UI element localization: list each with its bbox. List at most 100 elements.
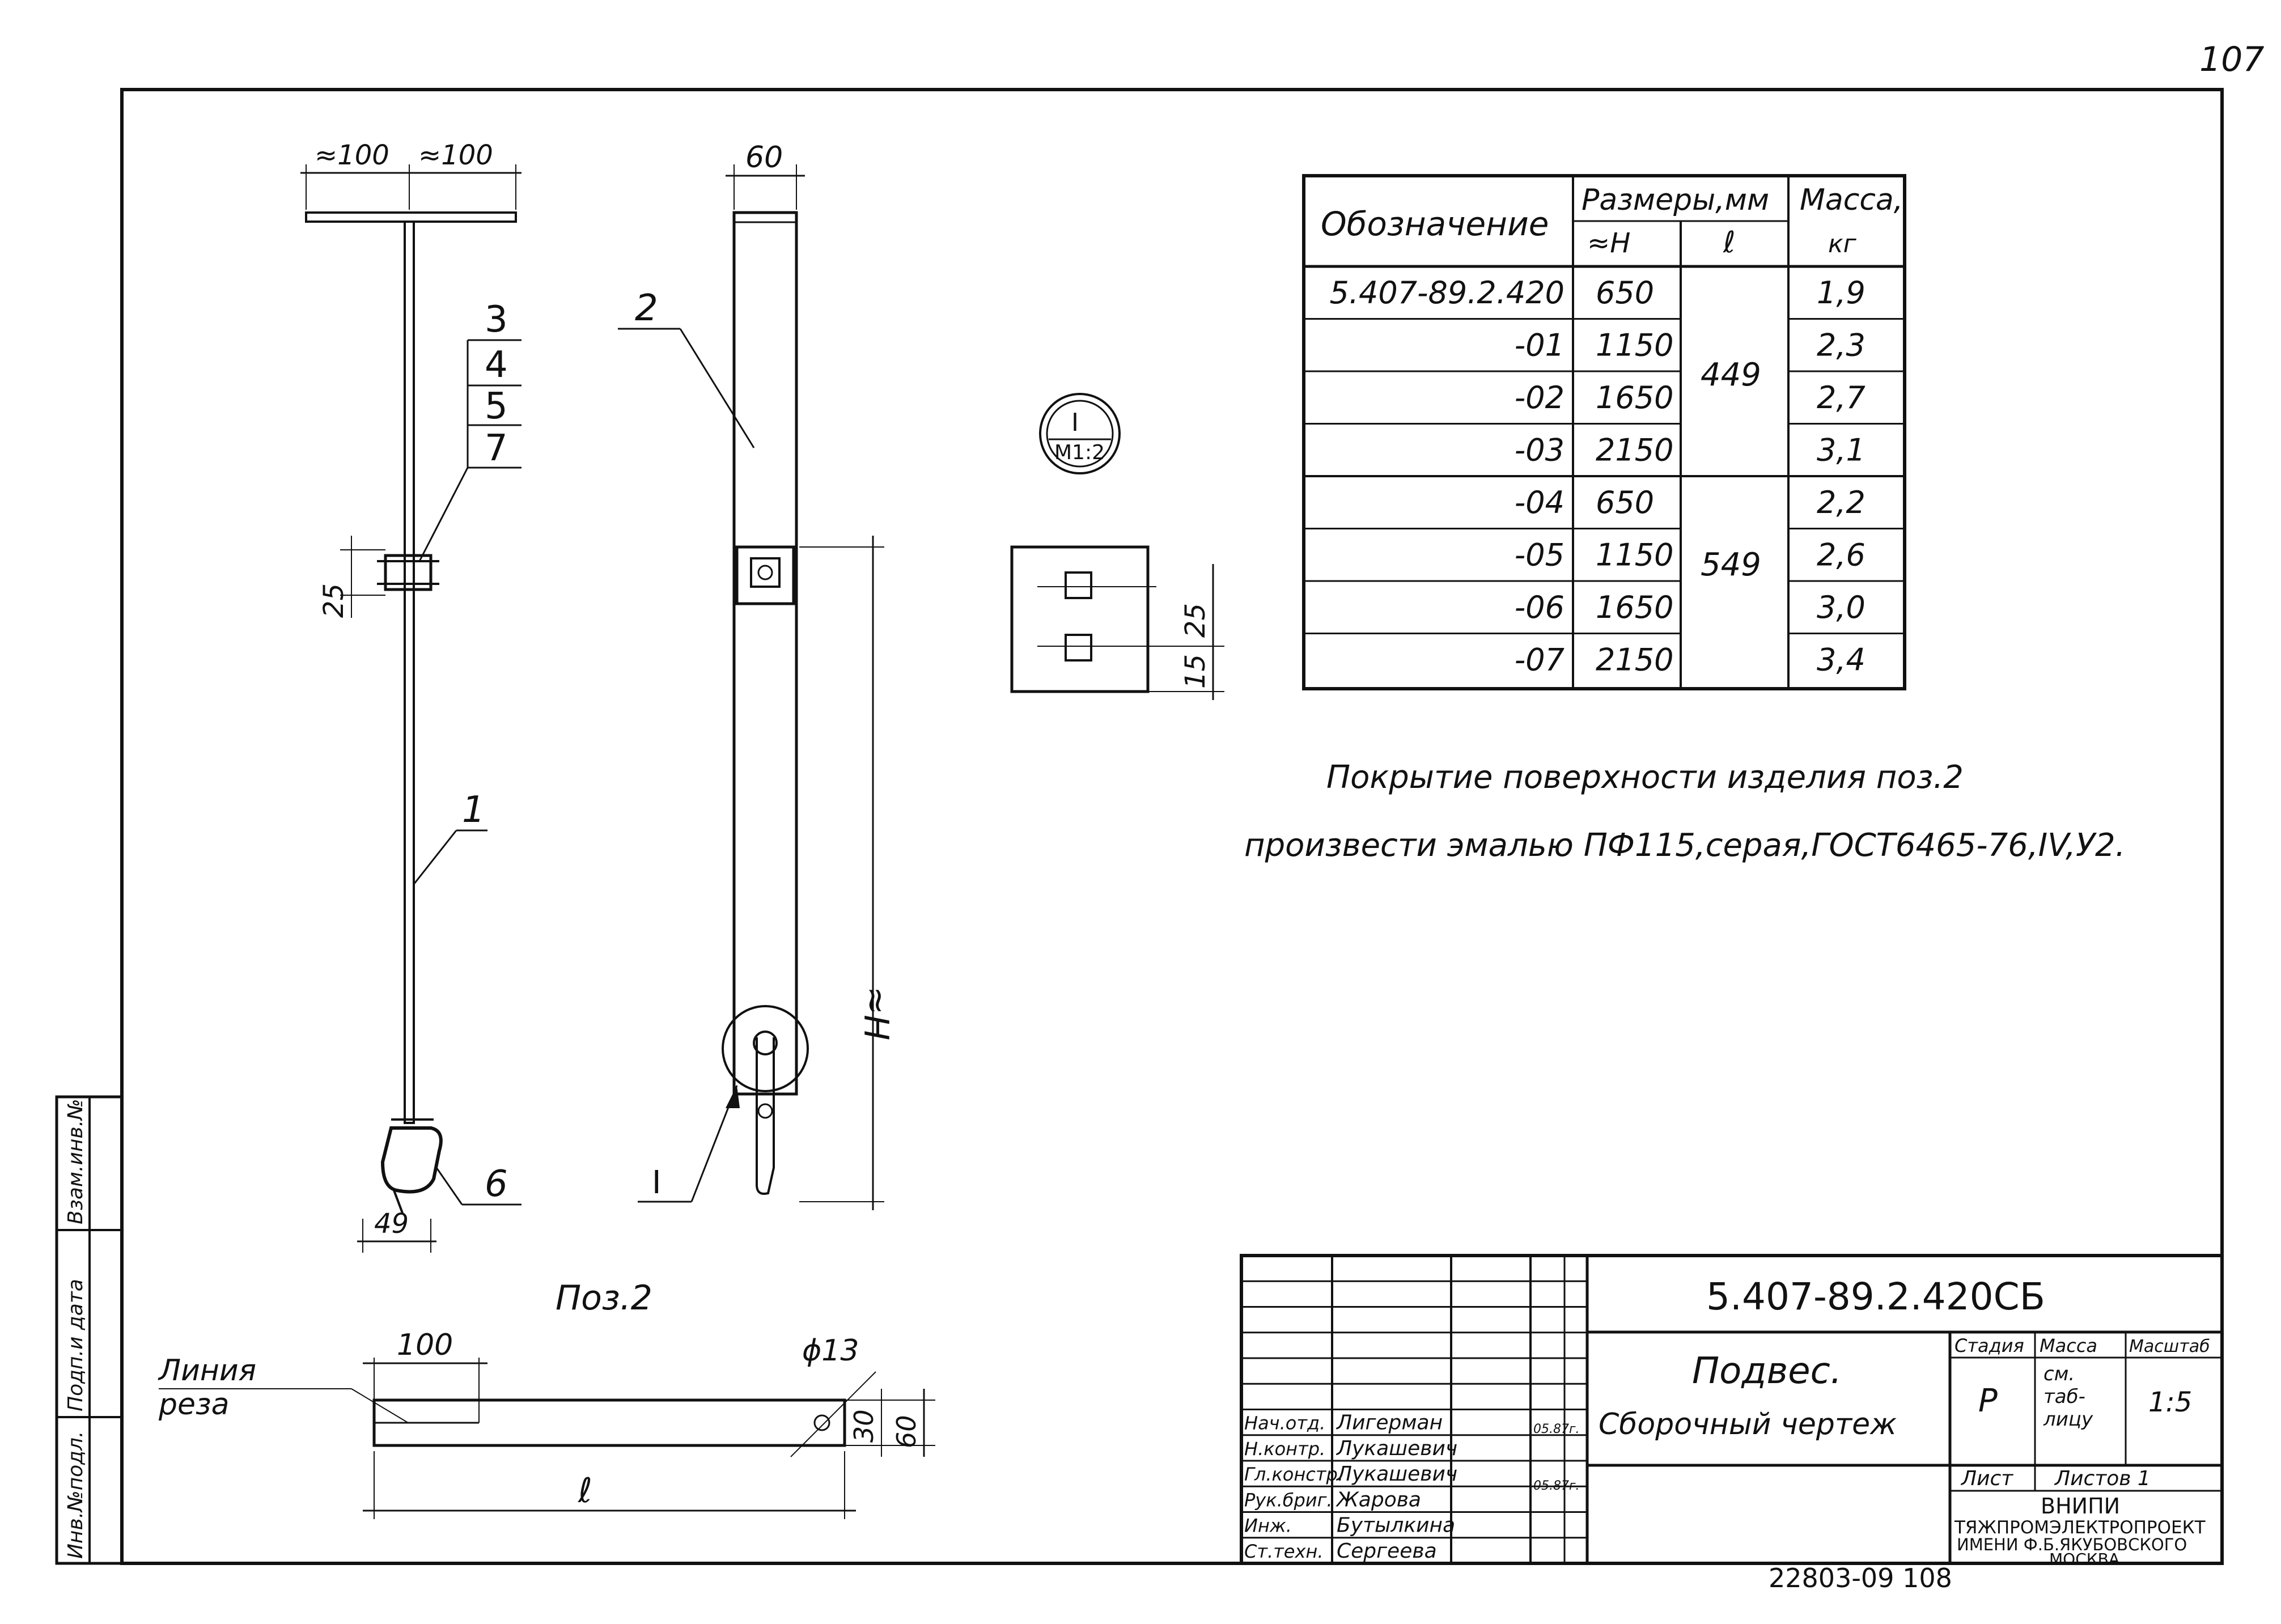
signature-role: Инж. — [1244, 1515, 1292, 1537]
dim-detail-25: 25 — [1180, 603, 1211, 638]
pos2-view: Поз.2 100 ϕ13 30 60 ℓ Линия реза — [158, 1278, 935, 1519]
col-l: ℓ — [1723, 226, 1735, 260]
mass-value-2: таб- — [2043, 1385, 2085, 1408]
org-line-2: ТЯЖПРОМЭЛЕКТРОПРОЕКТ — [1954, 1517, 2206, 1538]
callout-2: 2 — [635, 287, 658, 329]
signature-role: Нач.отд. — [1244, 1413, 1325, 1434]
bottom-stamp: 22803-09 108 — [1769, 1563, 1952, 1593]
row-designation: -04 — [1515, 485, 1565, 520]
row-designation: -05 — [1515, 537, 1565, 573]
date-2: 05.87г. — [1533, 1479, 1580, 1493]
side-stamp-vzam: Взам.инв.№ — [64, 1099, 87, 1224]
scale-header: Масштаб — [2129, 1337, 2210, 1356]
sheet-label: Лист — [1960, 1467, 2013, 1490]
row-h: 1150 — [1596, 537, 1673, 573]
front-view: ≈100 ≈100 25 3 4 5 7 1 49 — [300, 139, 522, 1253]
dim-detail-15: 15 — [1180, 654, 1211, 689]
title-block: 5.407-89.2.420СБ Подвес. Сборочный черте… — [1240, 1254, 2224, 1568]
pos2-cut-line-1: Линия — [158, 1354, 256, 1388]
col-designation: Обозначение — [1321, 205, 1549, 243]
dim-bottom-49: 49 — [374, 1208, 409, 1240]
dim-nut-25: 25 — [318, 583, 350, 618]
dim-height-h: ≈H — [856, 986, 896, 1040]
row-designation: -03 — [1515, 432, 1565, 468]
row-mass: 2,6 — [1817, 537, 1865, 573]
doc-number: 5.407-89.2.420СБ — [1706, 1275, 2045, 1318]
row-mass: 1,9 — [1817, 275, 1865, 311]
mass-header: Масса — [2040, 1335, 2097, 1356]
callout-1: 1 — [462, 789, 485, 831]
drawing-frame — [120, 88, 2224, 1565]
row-mass: 2,7 — [1817, 380, 1865, 415]
signature-role: Гл.констр. — [1244, 1464, 1343, 1485]
row-h: 2150 — [1596, 432, 1673, 468]
org-line-4: МОСКВА — [2049, 1550, 2119, 1568]
stage-value: Р — [1978, 1383, 1998, 1419]
row-designation: -01 — [1515, 328, 1565, 363]
org-line-3: ИМЕНИ Ф.Б.ЯКУБОВСКОГО — [1957, 1535, 2187, 1554]
date-1: 05.87г. — [1533, 1422, 1580, 1436]
dim-top-right: ≈100 — [418, 139, 493, 171]
pos2-dim-100: 100 — [397, 1328, 453, 1362]
pos2-dim-30: 30 — [849, 1409, 879, 1443]
signature-role: Ст.техн. — [1244, 1541, 1324, 1562]
note-line-2: произвести эмалью ПФ115,серая,ГОСТ6465-7… — [1244, 827, 2125, 864]
mass-value-1: см. — [2043, 1363, 2075, 1385]
l-group-1: 449 — [1701, 357, 1761, 393]
detail-symbol-i: I — [1071, 408, 1079, 437]
item-name: Подвес. — [1692, 1350, 1842, 1392]
row-designation: -02 — [1515, 380, 1565, 415]
pos2-title: Поз.2 — [556, 1278, 652, 1318]
row-h: 2150 — [1596, 642, 1673, 678]
row-h: 1650 — [1596, 380, 1673, 415]
signature-name: Лукашевич — [1335, 1437, 1457, 1460]
col-h: ≈H — [1587, 227, 1630, 259]
row-designation: 5.407-89.2.420 — [1329, 275, 1565, 311]
dim-width-60: 60 — [745, 141, 783, 175]
sheets-label: Листов 1 — [2054, 1467, 2151, 1490]
detail-i: I M1:2 25 15 — [1010, 393, 1224, 700]
dim-top-left: ≈100 — [315, 139, 389, 171]
side-stamp: Инв.№подл. Подп.и дата Взам.инв.№ — [55, 1095, 124, 1565]
pos2-dim-l: ℓ — [578, 1471, 592, 1511]
callout-detail-i: I — [652, 1164, 662, 1201]
callout-5: 5 — [485, 385, 508, 427]
row-mass: 2,3 — [1817, 328, 1865, 363]
stage-header: Стадия — [1954, 1335, 2024, 1356]
signature-name: Жарова — [1335, 1488, 1421, 1511]
col-sizes: Размеры,мм — [1582, 183, 1769, 217]
row-designation: -07 — [1515, 642, 1565, 678]
row-mass: 3,1 — [1817, 432, 1865, 468]
signature-name: Лукашевич — [1335, 1462, 1457, 1486]
scale-value: 1:5 — [2148, 1386, 2192, 1418]
callout-6: 6 — [485, 1163, 508, 1205]
detail-symbol-scale: M1:2 — [1054, 441, 1105, 464]
signature-role: Рук.бриг. — [1244, 1489, 1333, 1511]
page-number: 107 — [2199, 40, 2265, 79]
row-h: 1650 — [1596, 590, 1673, 625]
callout-4: 4 — [485, 344, 508, 386]
row-h: 1150 — [1596, 328, 1673, 363]
note-line-1: Покрытие поверхности изделия поз.2 — [1326, 759, 1964, 796]
row-mass: 3,0 — [1817, 590, 1865, 625]
signature-name: Лигерман — [1335, 1411, 1443, 1435]
side-stamp-podp-data: Подп.и дата — [64, 1279, 87, 1411]
pos2-cut-line-2: реза — [158, 1388, 230, 1422]
org-line-1: ВНИПИ — [2041, 1494, 2120, 1519]
mass-value-3: лицу — [2043, 1408, 2093, 1431]
drawing-type: Сборочный чертеж — [1599, 1407, 1897, 1441]
row-h: 650 — [1596, 275, 1654, 311]
side-stamp-inv-podl: Инв.№подл. — [64, 1431, 87, 1559]
callout-7: 7 — [485, 427, 508, 469]
row-mass: 3,4 — [1817, 642, 1865, 678]
row-mass: 2,2 — [1817, 485, 1865, 520]
signature-name: Сергеева — [1337, 1540, 1437, 1563]
sizes-table: Обозначение Размеры,мм ≈H ℓ Масса, кг 5.… — [1302, 174, 1906, 690]
signature-role: Н.контр. — [1244, 1438, 1325, 1460]
callout-3: 3 — [485, 299, 508, 341]
pos2-dim-60: 60 — [891, 1415, 922, 1448]
l-group-2: 549 — [1701, 546, 1761, 583]
row-designation: -06 — [1515, 590, 1565, 625]
signature-name: Бутылкина — [1337, 1514, 1455, 1537]
